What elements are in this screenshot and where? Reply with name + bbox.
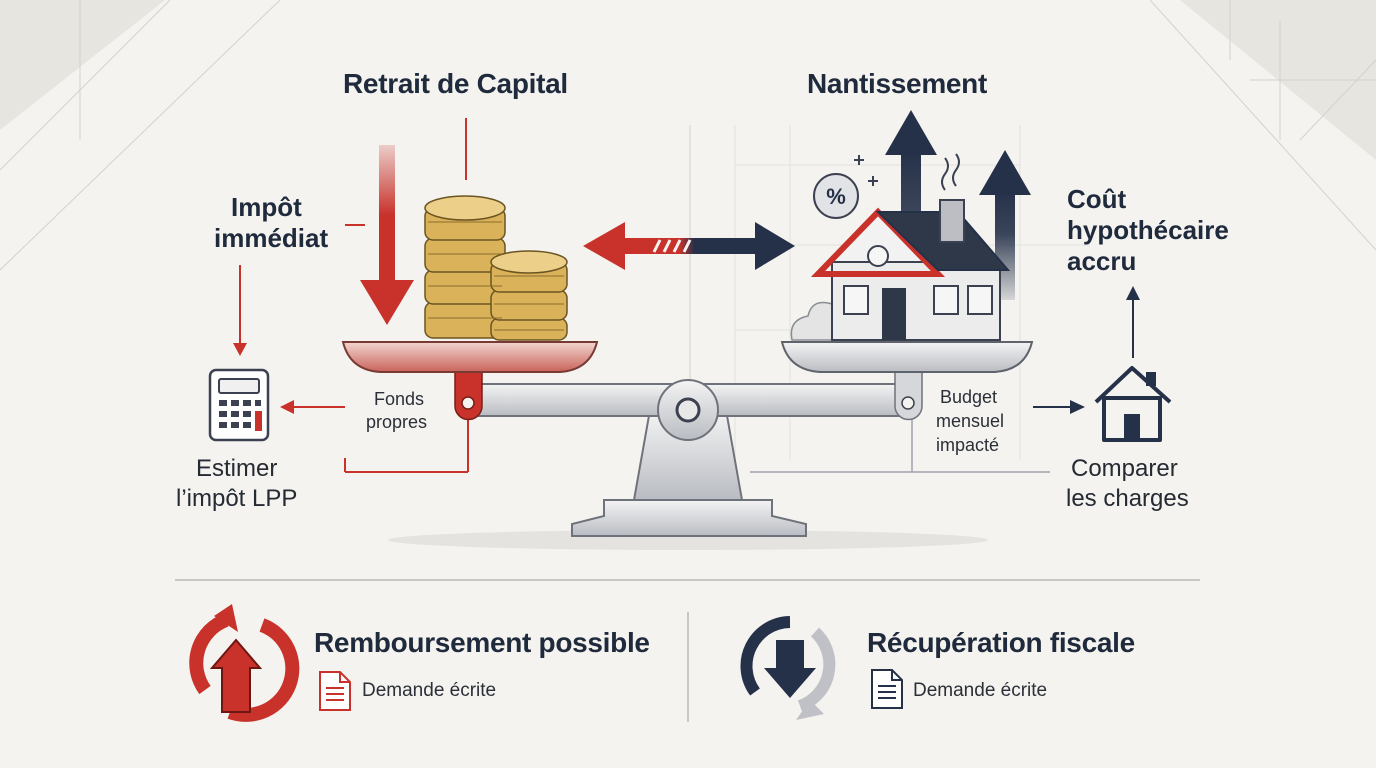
equity-label-line-1: Fonds	[374, 389, 425, 409]
compare-label-line-1: Comparer	[1071, 455, 1178, 482]
tax-title-line-1: Impôt	[231, 192, 302, 222]
percent-badge-icon: %	[813, 155, 878, 219]
pledge-connectors	[1033, 286, 1140, 414]
document-icon-navy	[871, 669, 903, 709]
repayment-cycle-icon	[189, 604, 300, 722]
home-outline-icon	[1094, 366, 1172, 442]
cost-title-line-2: hypothécaire	[1067, 215, 1229, 245]
cost-title-line-1: Coût	[1067, 184, 1127, 214]
tax-recovery-note: Demande écrite	[913, 680, 1048, 701]
house-icon	[790, 153, 1011, 341]
pledge-title: Nantissement	[807, 68, 988, 99]
budget-label-line-2: mensuel	[936, 411, 1005, 431]
withdrawal-down-arrow	[360, 145, 414, 325]
exchange-double-arrow	[583, 222, 795, 270]
tax-recovery-title: Récupération fiscale	[867, 627, 1135, 658]
repayment-title: Remboursement possible	[314, 627, 650, 658]
budget-label-line-1: Budget	[940, 387, 998, 407]
repayment-note: Demande écrite	[362, 680, 497, 701]
scale	[341, 341, 1034, 550]
estimate-label-line-1: Estimer	[196, 455, 278, 482]
document-icon-red	[319, 671, 351, 711]
cost-title-line-3: accru	[1067, 246, 1137, 276]
svg-text:%: %	[826, 184, 846, 209]
withdrawal-connectors	[233, 118, 469, 473]
tax-recovery-cycle-icon	[740, 616, 836, 720]
budget-label-line-3: impacté	[936, 435, 1000, 455]
compare-label-line-2: les charges	[1066, 485, 1189, 512]
withdrawal-title: Retrait de Capital	[343, 68, 568, 99]
pledge-connectors-thin	[750, 420, 1050, 473]
coin-stack-icon	[424, 195, 568, 341]
background-decoration	[0, 0, 1376, 470]
calculator-icon	[208, 368, 270, 442]
tax-title-line-2: immédiat	[214, 223, 329, 253]
equity-label-line-2: propres	[366, 412, 428, 432]
estimate-label-line-2: l’impôt LPP	[176, 485, 298, 512]
